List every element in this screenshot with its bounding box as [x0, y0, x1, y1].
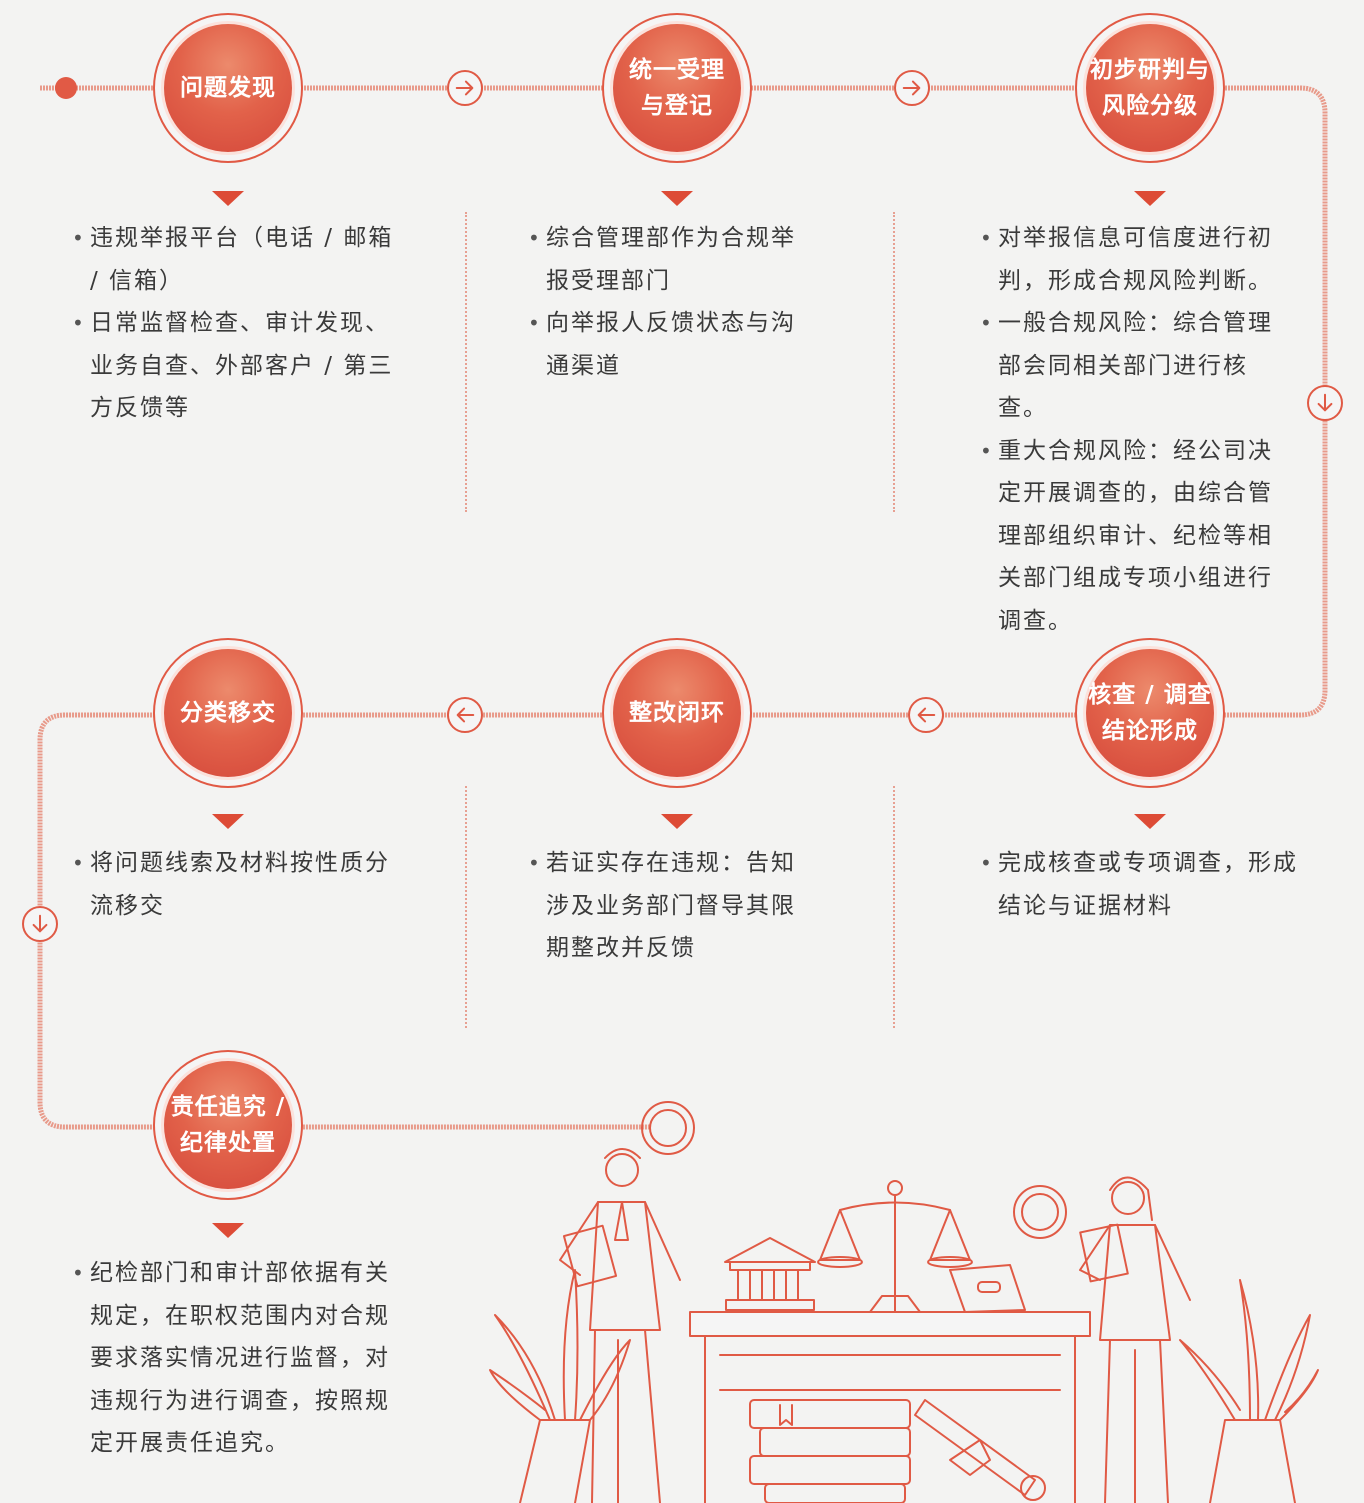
- step-description-list: 对举报信息可信度进行初判，形成合规风险判断。 一般合规风险：综合管理部会同相关部…: [980, 217, 1292, 642]
- pointer-triangle: [212, 1223, 244, 1238]
- arrow-right-icon: [894, 70, 930, 106]
- list-item: 将问题线索及材料按性质分流移交: [72, 842, 402, 927]
- list-item: 综合管理部作为合规举报受理部门: [528, 217, 818, 302]
- step-title: 整改闭环: [613, 649, 741, 777]
- step-node-accountability: 责任追究 / 纪律处置: [153, 1050, 303, 1200]
- column-divider: [893, 786, 895, 1028]
- pointer-triangle: [661, 191, 693, 206]
- plant-illustration: [489, 1269, 631, 1503]
- list-item: 对举报信息可信度进行初判，形成合规风险判断。: [980, 217, 1292, 302]
- list-item: 违规举报平台（电话 / 邮箱 / 信箱）: [72, 217, 402, 302]
- pointer-triangle: [212, 814, 244, 829]
- step-title: 责任追究 / 纪律处置: [164, 1061, 292, 1189]
- step-title: 核查 / 调查 结论形成: [1086, 649, 1214, 777]
- arrow-down-icon: [22, 906, 58, 942]
- scales-icon: [817, 1180, 973, 1313]
- pointer-triangle: [1134, 191, 1166, 206]
- books-icon: [749, 1399, 911, 1503]
- plant-illustration: [1179, 1279, 1319, 1503]
- list-item: 向举报人反馈状态与沟通渠道: [528, 302, 818, 387]
- step-description-list: 纪检部门和审计部依据有关规定，在职权范围内对合规要求落实情况进行监督，对违规行为…: [72, 1252, 402, 1465]
- step-title: 统一受理 与登记: [613, 24, 741, 152]
- step-title: 问题发现: [164, 24, 292, 152]
- list-item: 一般合规风险：综合管理部会同相关部门进行核查。: [980, 302, 1292, 430]
- woman-figure-illustration: [1079, 1176, 1191, 1503]
- arrow-right-icon: [447, 70, 483, 106]
- step-description-list: 综合管理部作为合规举报受理部门 向举报人反馈状态与沟通渠道: [528, 217, 818, 387]
- scroll-icon: [914, 1399, 1046, 1501]
- start-dot: [55, 77, 77, 99]
- list-item: 日常监督检查、审计发现、业务自查、外部客户 / 第三方反馈等: [72, 302, 402, 430]
- courthouse-icon: [724, 1237, 816, 1311]
- laptop-icon: [949, 1264, 1026, 1313]
- step-node-transfer: 分类移交: [153, 638, 303, 788]
- step-node-registration: 统一受理 与登记: [602, 13, 752, 163]
- ring-icon: [641, 1101, 695, 1155]
- step-title: 分类移交: [164, 649, 292, 777]
- pointer-triangle: [661, 814, 693, 829]
- step-description-list: 将问题线索及材料按性质分流移交: [72, 842, 402, 927]
- list-item: 纪检部门和审计部依据有关规定，在职权范围内对合规要求落实情况进行监督，对违规行为…: [72, 1252, 402, 1465]
- step-description-list: 完成核查或专项调查，形成结论与证据材料: [980, 842, 1310, 927]
- column-divider: [465, 786, 467, 1028]
- legal-scene-illustration: [489, 1101, 1319, 1503]
- step-description-list: 若证实存在违规：告知涉及业务部门督导其限期整改并反馈: [528, 842, 818, 970]
- list-item: 重大合规风险：经公司决定开展调查的，由综合管理部组织审计、纪检等相关部门组成专项…: [980, 430, 1292, 643]
- step-node-conclusion: 核查 / 调查 结论形成: [1075, 638, 1225, 788]
- pointer-triangle: [1134, 814, 1166, 829]
- step-title: 初步研判与 风险分级: [1086, 24, 1214, 152]
- list-item: 若证实存在违规：告知涉及业务部门督导其限期整改并反馈: [528, 842, 818, 970]
- step-description-list: 违规举报平台（电话 / 邮箱 / 信箱） 日常监督检查、审计发现、业务自查、外部…: [72, 217, 402, 430]
- list-item: 完成核查或专项调查，形成结论与证据材料: [980, 842, 1310, 927]
- column-divider: [465, 212, 467, 512]
- step-node-discovery: 问题发现: [153, 13, 303, 163]
- step-node-rectification: 整改闭环: [602, 638, 752, 788]
- desk-top: [689, 1311, 1091, 1337]
- arrow-down-icon: [1307, 385, 1343, 421]
- ring-icon: [1013, 1185, 1067, 1239]
- column-divider: [893, 212, 895, 512]
- step-node-assessment: 初步研判与 风险分级: [1075, 13, 1225, 163]
- pointer-triangle: [212, 191, 244, 206]
- arrow-left-icon: [447, 697, 483, 733]
- arrow-left-icon: [908, 697, 944, 733]
